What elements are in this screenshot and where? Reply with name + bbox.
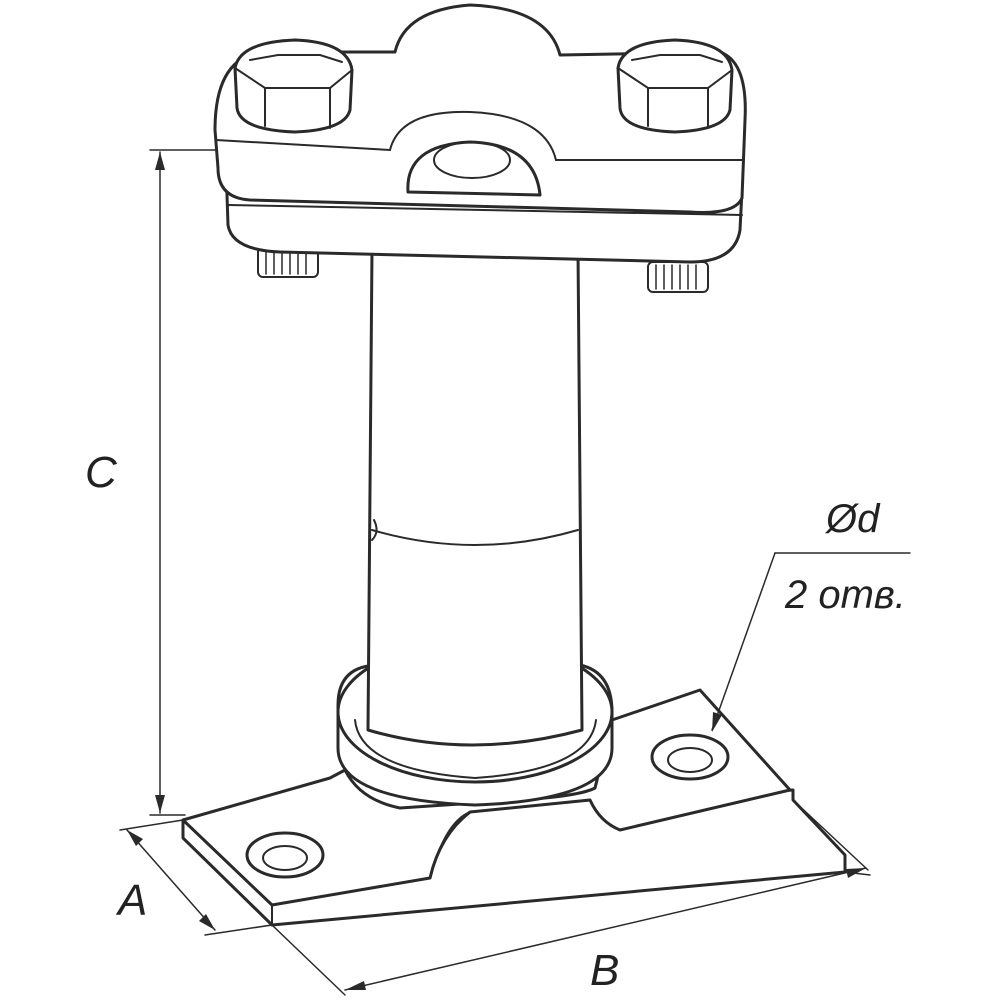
dimension-b: B bbox=[271, 799, 871, 996]
dimension-b-label: B bbox=[590, 946, 619, 995]
right-thread bbox=[647, 261, 709, 293]
hole-callout: Ød 2 отв. bbox=[711, 497, 911, 732]
arrowhead-bottom bbox=[155, 795, 165, 813]
dimension-a-label: A bbox=[115, 876, 147, 925]
base-plate bbox=[181, 688, 847, 927]
right-mounting-hole bbox=[650, 733, 730, 781]
arrowhead-top bbox=[155, 152, 165, 170]
hole-diameter-label: Ød bbox=[824, 497, 881, 541]
left-bolt-head bbox=[233, 38, 354, 134]
dimension-c: C bbox=[85, 149, 216, 816]
right-bolt-head bbox=[616, 38, 734, 134]
dimension-a: A bbox=[115, 819, 273, 936]
column bbox=[366, 248, 584, 747]
dimension-c-label: C bbox=[85, 448, 118, 497]
left-mounting-hole bbox=[245, 831, 325, 879]
hole-count-label: 2 отв. bbox=[784, 573, 906, 617]
